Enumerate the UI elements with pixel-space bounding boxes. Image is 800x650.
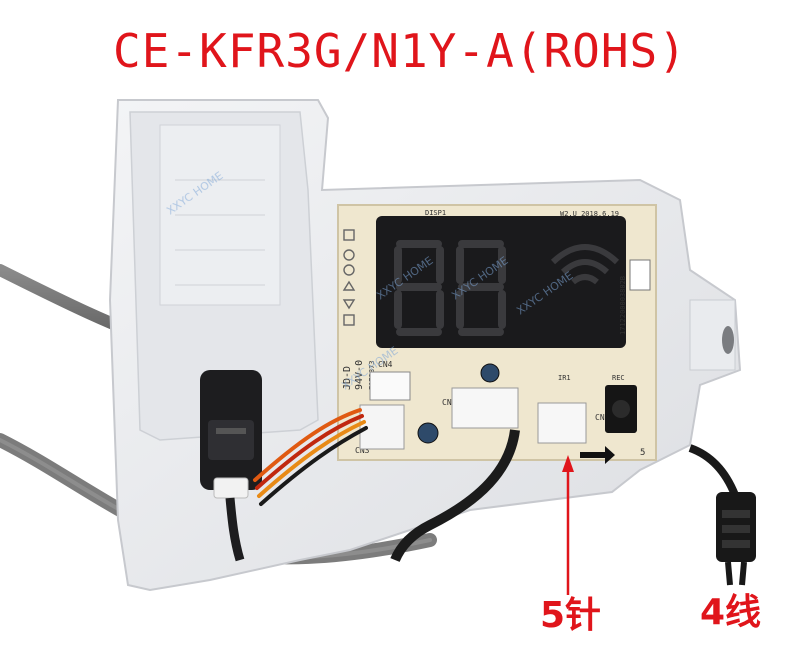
pcb-mark-brand: JD-D	[342, 366, 353, 390]
label-5-pin: 5针	[540, 595, 602, 636]
pcb-mark-date: W2.U 2018.6.19	[560, 210, 619, 218]
four-wire-harness	[688, 444, 756, 586]
wifi-icon	[550, 244, 620, 285]
pcb-mark-serial: 1712200003802B	[619, 276, 627, 335]
black-cable	[390, 429, 520, 563]
pcb-board: DISP1 W2.U 2018.6.19 CN4 CN3 CN1 CN2 IR1…	[337, 204, 657, 464]
cn2-connector	[537, 402, 587, 444]
orange-wires	[253, 408, 368, 506]
cn1-connector	[451, 387, 519, 429]
pcb-mark-cn1: CN1	[442, 398, 457, 407]
pcb-mark-cn2: CN2	[595, 413, 610, 422]
pointer-arrow	[562, 455, 574, 595]
pcb-mark-rec: REC	[612, 374, 625, 382]
pcb-mark-rating: 94V-0	[354, 360, 365, 390]
product-title: CE-KFR3G/N1Y-A(ROHS)	[113, 24, 687, 78]
pcb-mark-disp: DISP1	[425, 209, 446, 217]
pcb-mark-cn3: CN3	[355, 446, 370, 455]
usb-plug	[200, 370, 262, 562]
pcb-mark-cn4: CN4	[378, 360, 393, 369]
pcb-mark-ir: IR1	[558, 374, 571, 382]
pcb-mark-digit: 5	[640, 448, 645, 458]
label-4-wire: 4线	[700, 592, 762, 633]
